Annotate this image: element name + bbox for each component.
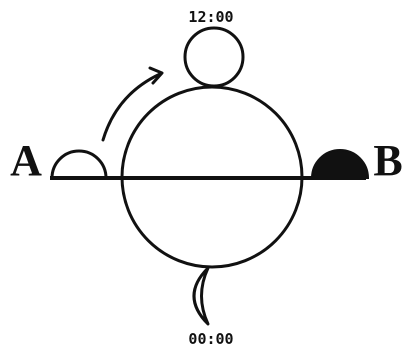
- top-circle: [185, 28, 243, 86]
- point-label-a: A: [10, 136, 42, 185]
- right-half-circle-filled: [312, 150, 368, 178]
- left-half-circle: [52, 151, 106, 178]
- time-label-top: 12:00: [188, 8, 233, 26]
- motion-arrow-curve: [103, 74, 160, 140]
- point-label-b: B: [373, 136, 402, 185]
- bottom-crescent: [194, 268, 208, 324]
- time-label-bottom: 00:00: [188, 330, 233, 348]
